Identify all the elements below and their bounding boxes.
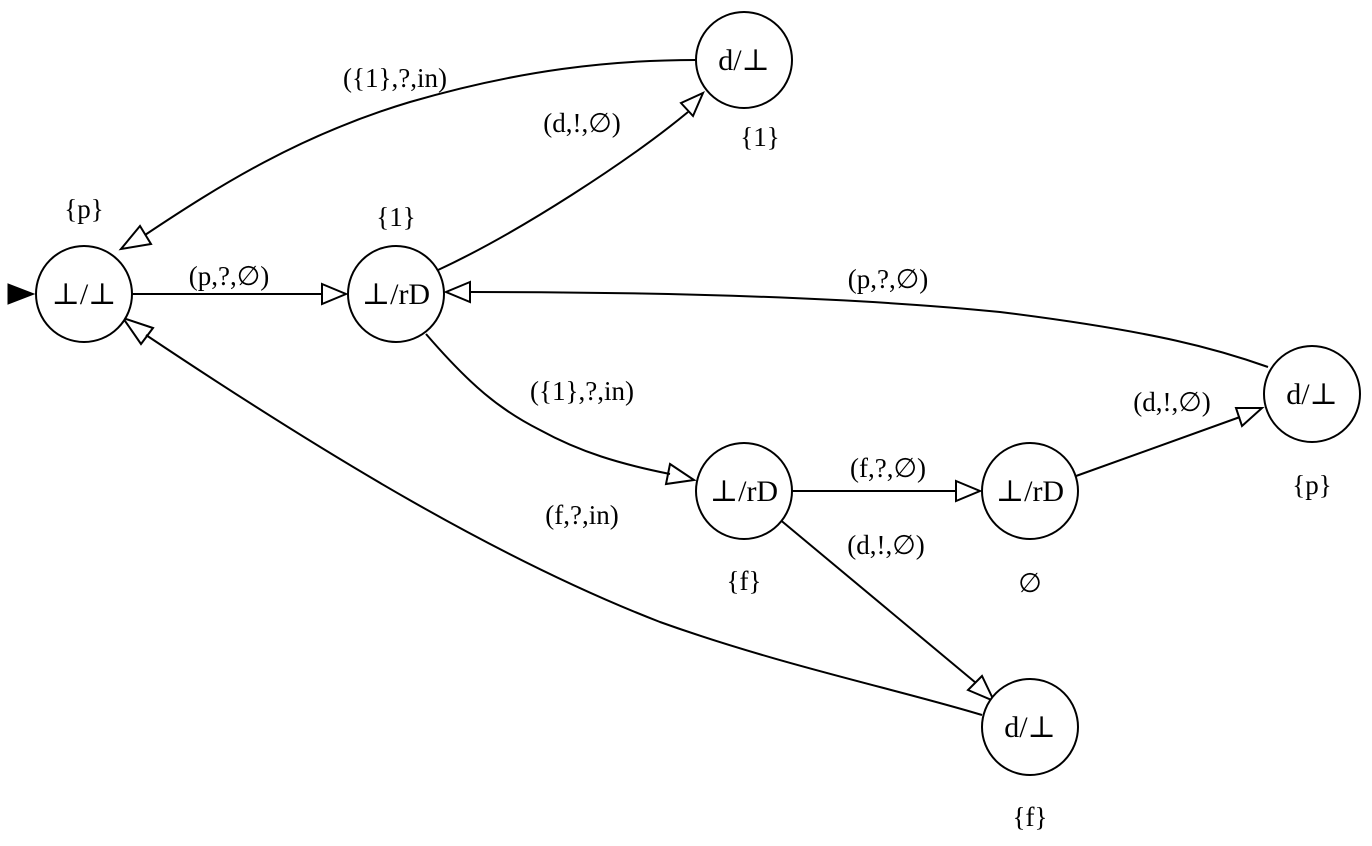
state-label: d/⊥ <box>718 44 770 77</box>
edge-label: (d,!,∅) <box>1133 387 1211 417</box>
arrowhead <box>679 91 705 118</box>
arrowhead <box>321 282 349 306</box>
edge-label: (f,?,in) <box>545 500 618 530</box>
edge-label: (p,?,∅) <box>189 261 270 291</box>
state-label: ⊥/rD <box>996 475 1064 508</box>
arrowhead <box>443 280 471 304</box>
state-label: d/⊥ <box>1004 711 1056 744</box>
start-arrow <box>7 283 36 305</box>
edge-label: (d,!,∅) <box>847 530 925 560</box>
edge-label: ({1},?,in) <box>530 376 634 406</box>
edge-n0-n1: (p,?,∅) <box>132 261 349 306</box>
state-set-label: {1} <box>740 122 779 152</box>
state-set-label: {f} <box>1013 802 1048 832</box>
edge-n5-n1: (p,?,∅) <box>443 264 1269 368</box>
edge-label: (p,?,∅) <box>848 264 929 294</box>
state-node: ⊥/rD {f} <box>695 442 793 596</box>
edge-n1-n2: (d,!,∅) <box>437 91 705 271</box>
edge-n2-n0: ({1},?,in) <box>118 59 697 251</box>
arrowhead <box>955 479 983 503</box>
state-node: ⊥/rD {1} <box>347 202 445 343</box>
arrowhead <box>1234 407 1265 428</box>
edge-n6-n0: (f,?,in) <box>120 316 983 716</box>
edge-n3-n6: (d,!,∅) <box>777 517 997 703</box>
arrowhead <box>966 674 997 703</box>
state-node: d/⊥ {1} <box>695 11 793 152</box>
arrowhead <box>118 224 153 251</box>
state-set-label: {p} <box>1292 470 1331 500</box>
arrowhead <box>120 316 155 346</box>
state-node: d/⊥ {f} <box>981 678 1079 832</box>
edge-label: (f,?,∅) <box>850 453 926 483</box>
state-label: d/⊥ <box>1286 378 1338 411</box>
state-set-label: {f} <box>727 566 762 596</box>
state-node: ⊥/⊥ {p} <box>35 194 133 343</box>
state-label: ⊥/rD <box>362 278 430 311</box>
state-node: ⊥/rD ∅ <box>981 442 1079 598</box>
state-label: ⊥/rD <box>710 475 778 508</box>
edge-label: ({1},?,in) <box>343 63 447 93</box>
edge-label: (d,!,∅) <box>543 108 621 138</box>
arrowhead <box>664 462 697 486</box>
edge-n3-n4: (f,?,∅) <box>792 453 983 503</box>
edge-n4-n5: (d,!,∅) <box>1075 387 1265 477</box>
state-set-label: {1} <box>376 202 415 232</box>
state-set-label: {p} <box>64 194 103 224</box>
state-label: ⊥/⊥ <box>52 278 117 311</box>
edge-n1-n3: ({1},?,in) <box>425 333 697 486</box>
state-node: d/⊥ {p} <box>1263 345 1361 500</box>
state-set-label: ∅ <box>1018 568 1042 598</box>
